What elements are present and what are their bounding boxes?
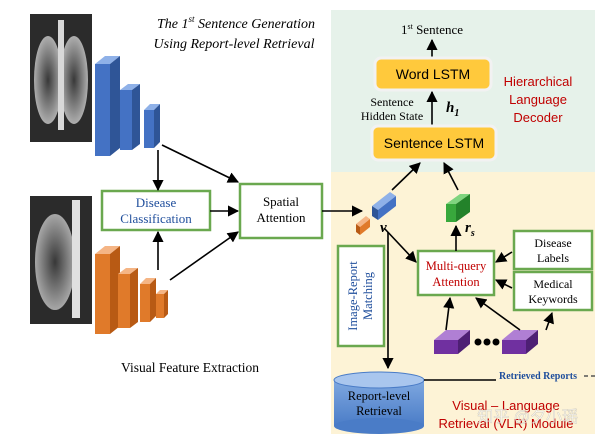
arrow-report-to-keywords: [543, 311, 554, 331]
cnn-blocks-orange: [95, 246, 168, 334]
decoder-label-2: Language: [509, 92, 567, 107]
h1-symbol: h1: [446, 100, 459, 119]
sentence-lstm-label: Sentence LSTM: [384, 135, 484, 151]
arrow-labels-to-attention: [495, 251, 513, 263]
medical-keywords-label-1: Medical: [533, 277, 573, 291]
v-symbol: v: [380, 220, 387, 236]
spatial-attention-label-2: Attention: [256, 210, 306, 225]
multi-query-label-2: Attention: [432, 275, 480, 289]
cnn-blocks-blue: [95, 56, 160, 156]
xray-image-top: [30, 14, 92, 142]
image-report-matching-box: [336, 244, 386, 348]
arrow-orange-to-attention: [169, 231, 239, 281]
retrieved-report-block-1: [434, 330, 470, 354]
rs-symbol: rs: [465, 220, 475, 239]
ellipsis-dot-3: [492, 338, 500, 346]
image-report-matching-label-1: Image-Report: [346, 261, 360, 331]
report-level-retrieval-label-2: Retrieval: [356, 404, 402, 418]
disease-labels-label-1: Disease: [534, 236, 571, 250]
ellipsis-dot-1: [474, 338, 482, 346]
retrieved-report-block-2: [502, 330, 538, 354]
title-line-2: Using Report-level Retrieval: [154, 37, 315, 52]
disease-classification-label-1: Disease: [136, 195, 177, 210]
medical-keywords-label-2: Keywords: [528, 292, 578, 306]
multi-query-label-1: Multi-query: [426, 259, 487, 273]
arrow-v-to-sentence-lstm: [391, 162, 421, 191]
xray-image-bottom: [30, 196, 92, 324]
image-report-matching-label-2: Matching: [361, 271, 375, 320]
sentence-hidden-state-label-2: Hidden State: [361, 109, 423, 123]
first-sentence-label: 1st Sentence: [401, 22, 463, 37]
arrow-report2-to-attention: [475, 297, 521, 331]
visual-feature-extraction-label: Visual Feature Extraction: [121, 360, 259, 375]
disease-labels-box: [512, 229, 594, 271]
sentence-lstm-box: [370, 124, 498, 162]
arrow-blue-to-attention: [161, 144, 240, 183]
spatial-attention-label-1: Spatial: [263, 194, 299, 209]
arrow-v-to-multi-query: [383, 227, 417, 263]
ellipsis-dot-2: [483, 338, 491, 346]
retrieved-reports-label: Retrieved Reports: [499, 371, 577, 382]
arrow-keywords-to-attention: [494, 279, 513, 290]
vlr-label-2: Retrieval (VLR) Module: [438, 416, 573, 431]
v-feature-block: [356, 192, 396, 235]
word-lstm-label: Word LSTM: [396, 66, 470, 82]
spatial-attention-box: [238, 182, 324, 240]
disease-classification-label-2: Classification: [120, 211, 192, 226]
watermark: 知乎 @夕小瑶: [477, 408, 578, 426]
title-line-1: The 1st Sentence Generation: [157, 14, 315, 32]
word-lstm-box: [373, 56, 493, 92]
decoder-label-1: Hierarchical: [504, 74, 573, 89]
sentence-hidden-state-label-1: Sentence: [370, 95, 413, 109]
report-level-retrieval-label-1: Report-level: [348, 389, 411, 403]
arrow-report1-to-attention: [443, 296, 455, 331]
disease-labels-label-2: Labels: [537, 251, 569, 265]
medical-keywords-box: [512, 270, 594, 312]
report-level-retrieval-cylinder: [333, 371, 425, 434]
rs-feature-block: [446, 194, 470, 222]
decoder-label-3: Decoder: [513, 110, 563, 125]
vlr-label-1: Visual – Language: [452, 398, 559, 413]
arrow-rs-to-sentence-lstm: [443, 162, 459, 191]
